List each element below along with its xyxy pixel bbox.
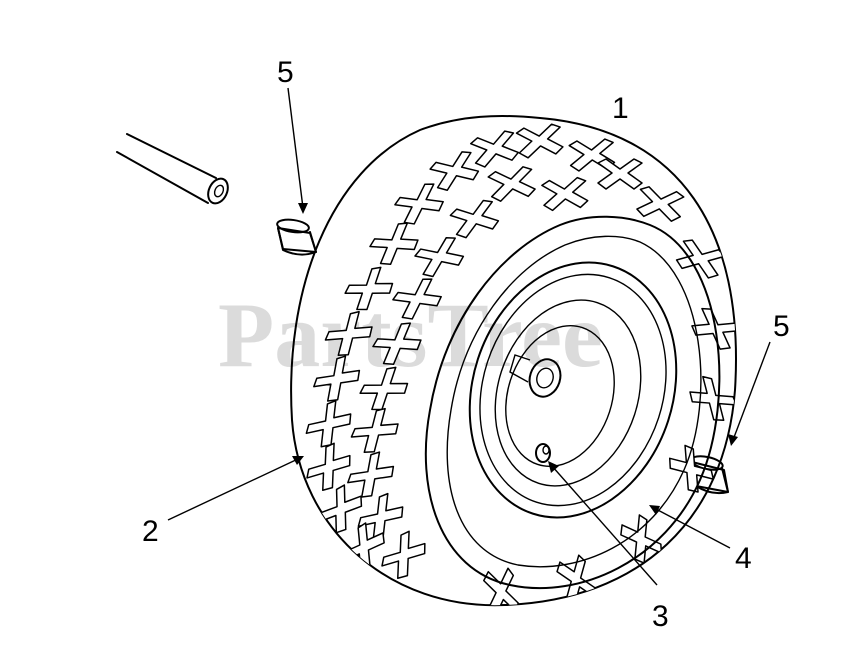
callout-1: 1 (612, 92, 629, 125)
callout-4: 4 (735, 542, 752, 575)
spacer-bushing-left (276, 218, 317, 256)
callout-3: 3 (652, 600, 669, 633)
callout-5-right: 5 (773, 310, 790, 343)
leader-lines (167, 87, 771, 586)
callout-5-left: 5 (277, 56, 294, 89)
axle-rod (116, 133, 229, 205)
tire (290, 115, 737, 607)
wheel-rim (468, 261, 678, 519)
callout-2: 2 (142, 515, 159, 548)
